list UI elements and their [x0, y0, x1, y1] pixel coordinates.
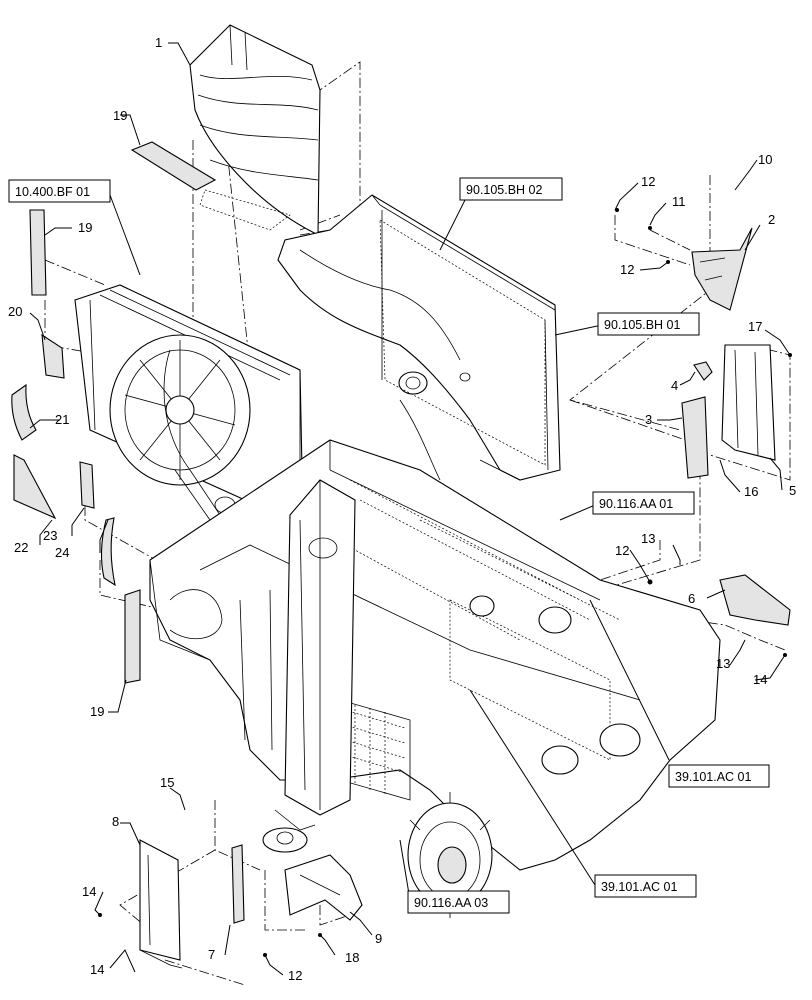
reference-box[interactable]: 39.101.AC 01	[668, 764, 770, 788]
reference-label[interactable]: 90.105.BH 01	[604, 318, 680, 332]
callout-5: 5	[789, 483, 796, 498]
callout-13-a: 13	[641, 531, 655, 546]
callout-19-lower: 19	[90, 704, 104, 719]
part-1-upper-shield-panel	[189, 24, 321, 236]
callout-15: 15	[160, 775, 174, 790]
callout-10: 10	[758, 152, 772, 167]
reference-label[interactable]: 10.400.BF 01	[15, 185, 90, 199]
part-9-bottom-shield	[284, 854, 363, 921]
callout-20: 20	[8, 304, 22, 319]
callout-17: 17	[748, 319, 762, 334]
callout-23: 23	[43, 528, 57, 543]
fastener-markers	[98, 208, 792, 957]
callout-14-b: 14	[82, 884, 96, 899]
callout-9: 9	[375, 931, 382, 946]
leader-lines	[29, 42, 791, 976]
callout-22: 22	[14, 540, 28, 555]
part-5-side-shield	[721, 344, 776, 461]
callout-11: 11	[672, 194, 686, 209]
reference-box[interactable]: 39.101.AC 01	[594, 874, 697, 898]
callout-2: 2	[768, 212, 775, 227]
callout-7: 7	[208, 947, 215, 962]
feeder-tower	[262, 479, 356, 853]
radiator-fan-assembly	[74, 284, 303, 571]
callout-14-c: 14	[90, 962, 104, 977]
callout-21: 21	[55, 412, 69, 427]
assembly-guide-lines	[44, 61, 791, 986]
part-6-deflector	[719, 574, 791, 626]
part-20-small-panel	[41, 333, 65, 379]
reference-label[interactable]: 90.116.AA 01	[599, 497, 673, 511]
reference-label[interactable]: 90.116.AA 03	[414, 896, 488, 910]
reference-label[interactable]: 39.101.AC 01	[675, 770, 751, 784]
part-21-curved-seal	[11, 383, 37, 441]
reference-label[interactable]: 90.105.BH 02	[466, 183, 542, 197]
callout-14-a: 14	[753, 672, 767, 687]
callout-19-left: 19	[78, 220, 92, 235]
reference-box[interactable]: 90.116.AA 03	[407, 890, 510, 914]
reference-boxes: 10.400.BF 01 90.105.BH 02 90.105.BH 01 9…	[8, 177, 770, 914]
part-24-curved-strip	[101, 517, 116, 587]
part-19-seal-strip-top	[130, 141, 291, 231]
callout-24: 24	[55, 545, 69, 560]
pulleys	[469, 595, 641, 775]
part-19-seal-strip-lower	[124, 589, 141, 684]
part-22-small-block	[79, 461, 95, 509]
callout-8: 8	[112, 814, 119, 829]
callout-16: 16	[744, 484, 758, 499]
part-8-lower-shield	[139, 839, 183, 969]
reference-label[interactable]: 39.101.AC 01	[601, 880, 677, 894]
callout-12-c: 12	[615, 543, 629, 558]
part-4-clip	[693, 361, 713, 381]
part-19-seal-strip-left	[29, 209, 47, 296]
callout-19-top: 19	[113, 108, 127, 123]
reference-box[interactable]: 10.400.BF 01	[8, 179, 111, 203]
callout-4: 4	[671, 378, 678, 393]
reference-box[interactable]: 90.105.BH 01	[597, 312, 700, 336]
callout-12-b: 12	[620, 262, 634, 277]
callout-numbers: 1 19 19 19 20 21 22 23 24 10 12 11 2 12 …	[8, 35, 796, 983]
callout-3: 3	[645, 412, 652, 427]
callout-6: 6	[688, 591, 695, 606]
reference-box[interactable]: 90.105.BH 02	[459, 177, 563, 201]
part-3-bracket-strip	[681, 396, 709, 479]
part-23-triangle-panel	[13, 454, 57, 520]
callout-12-a: 12	[641, 174, 655, 189]
drive-sprocket	[407, 792, 493, 918]
reference-box[interactable]: 90.116.AA 01	[592, 491, 695, 515]
callout-1: 1	[155, 35, 162, 50]
callout-13-b: 13	[716, 656, 730, 671]
part-2-bracket	[691, 227, 753, 311]
part-7-strip	[231, 844, 245, 924]
engine-hood-frame	[277, 194, 561, 481]
callout-18: 18	[345, 950, 359, 965]
callout-12-d: 12	[288, 968, 302, 983]
